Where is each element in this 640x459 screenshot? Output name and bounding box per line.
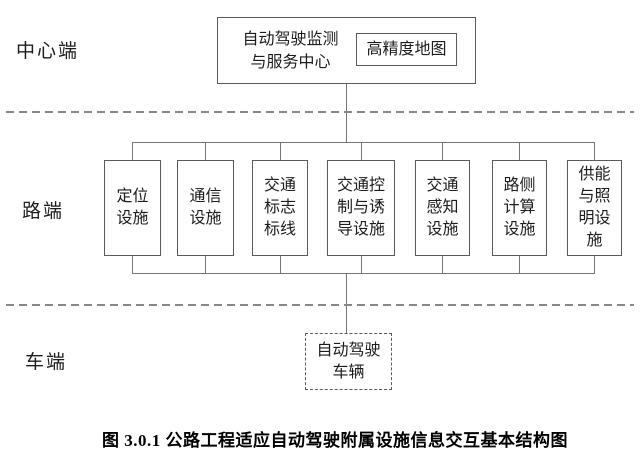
section-label-vehicle-side: 车端 [25,352,68,373]
autonomous-vehicle-box-label: 自动驾驶 车辆 [316,341,381,381]
facility-box-control-guidance: 交通控 制与诱 导设施 [327,160,395,256]
road-bottom-stub-6 [519,256,520,274]
facility-box-label: 定位 设施 [116,188,149,227]
separator-center-road [6,111,634,113]
facility-box-label: 通信 设施 [189,188,222,227]
facility-box-label: 交通 感知 设施 [426,177,459,238]
road-bottom-stub-2 [205,256,206,274]
center-service-box-label-wrap: 自动驾驶监测 与服务中心 [218,18,363,83]
facility-box-communication: 通信 设施 [177,160,234,256]
facility-box-power-lighting: 供能 与照 明设 施 [567,160,622,256]
road-top-stub-3 [280,142,281,161]
road-bottom-bus-line [132,273,595,274]
road-top-stub-7 [594,142,595,161]
road-top-stub-5 [442,142,443,161]
road-bottom-stub-4 [361,256,362,274]
road-bottom-stub-3 [280,256,281,274]
hd-map-box: 高精度地图 [356,33,457,66]
separator-road-vehicle [6,304,634,306]
road-top-stub-4 [361,142,362,161]
facility-box-traffic-sensing: 交通 感知 设施 [415,160,470,256]
road-bottom-stub-5 [442,256,443,274]
road-bottom-stub-1 [132,256,133,274]
facility-box-signs-markings: 交通 标志 标线 [252,160,308,256]
facility-box-label: 交通控 制与诱 导设施 [336,177,385,238]
autonomous-vehicle-box: 自动驾驶 车辆 [305,333,392,390]
road-top-stub-6 [519,142,520,161]
facility-box-label: 供能 与照 明设 施 [578,166,611,249]
section-label-road-side: 路端 [22,201,65,222]
connector-center-to-road [346,84,347,142]
facility-box-positioning: 定位 设施 [104,160,161,256]
center-service-box: 自动驾驶监测 与服务中心 高精度地图 [217,17,476,84]
section-label-center-side: 中心端 [16,41,80,62]
figure-caption: 图 3.0.1 公路工程适应自动驾驶附属设施信息交互基本结构图 [102,431,568,450]
road-top-stub-2 [205,142,206,161]
road-bottom-stub-7 [594,256,595,274]
road-top-stub-1 [132,142,133,161]
facility-box-roadside-computing: 路侧 计算 设施 [492,160,547,256]
facility-box-label: 路侧 计算 设施 [503,177,536,238]
connector-road-to-vehicle [346,273,347,333]
hd-map-box-label: 高精度地图 [366,40,447,58]
road-top-bus-line [132,142,595,143]
facility-box-label: 交通 标志 标线 [263,177,296,238]
center-service-box-label: 自动驾驶监测 与服务中心 [242,30,339,71]
